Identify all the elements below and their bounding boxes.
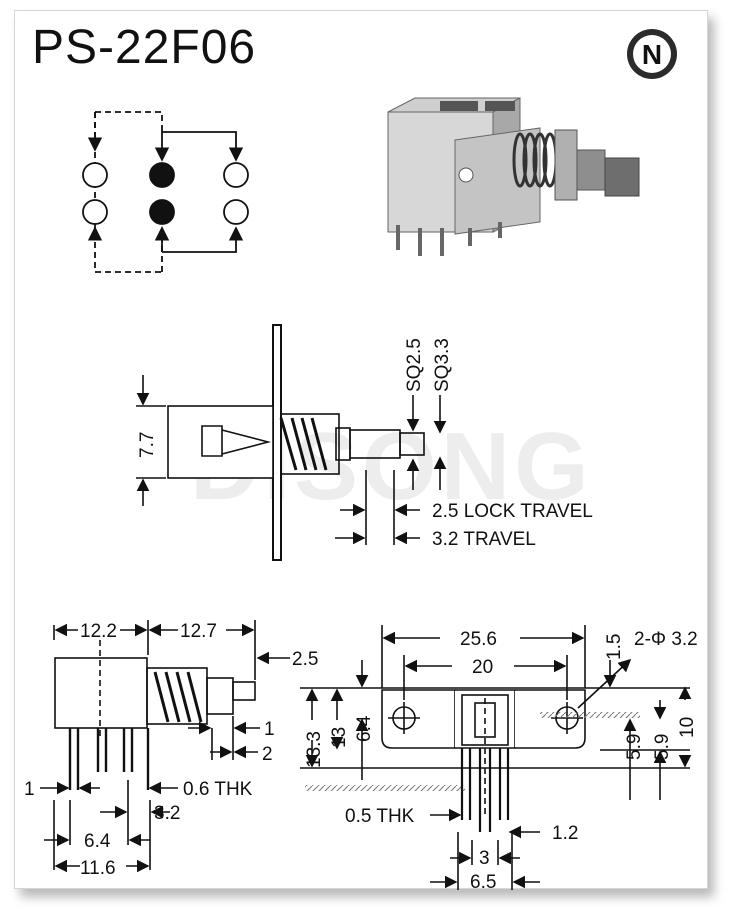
dim-1-left: 1 xyxy=(24,779,35,800)
pin-common-1 xyxy=(149,162,175,188)
dim-1-5: 1.5 xyxy=(604,634,625,660)
dim-travel: 3.2 TRAVEL xyxy=(432,529,536,550)
pin-terminal-3 xyxy=(82,199,108,225)
dim-0-5-thk: 0.5 THK xyxy=(345,806,415,827)
dim-6-4-right: 6.4 xyxy=(354,715,375,742)
part-title: PS-22F06 xyxy=(32,21,257,74)
dim-lock-travel: 2.5 LOCK TRAVEL xyxy=(432,501,593,522)
dim-2-5: 2.5 xyxy=(292,649,318,670)
dim-3: 3 xyxy=(479,848,490,869)
dim-5-9-b: 5.9 xyxy=(652,734,673,760)
pin-terminal-1 xyxy=(82,162,108,188)
dim-13-3: 13.3 xyxy=(304,731,325,768)
pin-terminal-4 xyxy=(223,199,249,225)
left-bottom-view xyxy=(40,620,290,873)
switch-body xyxy=(167,405,274,479)
pin-common-2 xyxy=(149,199,175,225)
dim-sq-3-3: SQ3.3 xyxy=(432,338,453,392)
dim-1-2: 1.2 xyxy=(552,823,578,844)
dim-5-9-a: 5.9 xyxy=(624,734,645,760)
dim-13: 13 xyxy=(329,727,350,748)
dim-10: 10 xyxy=(677,717,698,738)
dim-sq-2-5: SQ2.5 xyxy=(404,338,425,392)
spring-left xyxy=(153,671,203,723)
brand-logo: N xyxy=(627,29,677,79)
dim-12-2: 12.2 xyxy=(80,621,117,642)
dim-20: 20 xyxy=(472,657,493,678)
mounting-plate xyxy=(272,324,282,561)
dim-height-7-7: 7.7 xyxy=(137,432,158,458)
dim-6-5: 6.5 xyxy=(470,872,496,893)
dim-6-4-left: 6.4 xyxy=(84,831,111,852)
dim-12-7: 12.7 xyxy=(180,621,217,642)
switch-photo xyxy=(387,97,640,256)
logo-letter: N xyxy=(642,39,662,70)
dim-3-2: 3.2 xyxy=(154,803,180,824)
spring xyxy=(279,417,328,471)
side-view xyxy=(136,324,447,561)
dim-11-6: 11.6 xyxy=(80,858,116,879)
dim-1: 1 xyxy=(264,719,275,740)
dim-holes-3-2: 2-Φ 3.2 xyxy=(634,629,698,650)
pin-schematic xyxy=(82,111,249,273)
dim-2: 2 xyxy=(262,744,273,765)
dim-0-6-thk: 0.6 THK xyxy=(183,779,253,800)
pin-terminal-2 xyxy=(223,162,249,188)
dim-25-6: 25.6 xyxy=(460,629,497,650)
right-bottom-view xyxy=(300,625,692,890)
